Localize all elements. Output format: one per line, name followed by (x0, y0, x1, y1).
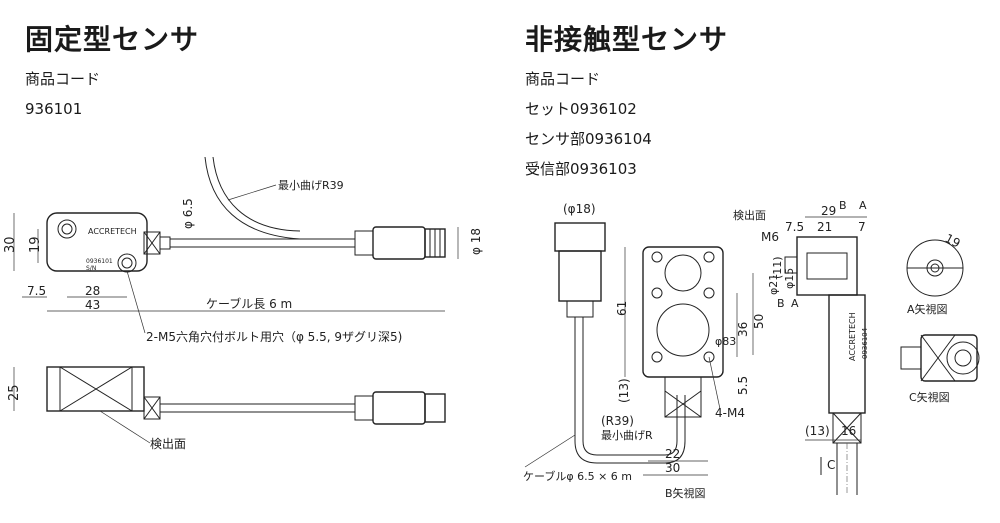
dim-25: 25 (7, 384, 22, 401)
fixed-sensor-info: 商品コード 936101 (25, 64, 100, 124)
fixed-sensor-drawing: ACCRETECH 0936101 S/N 30 19 φ 6.5 φ 18 最… (3, 156, 483, 451)
view-b-label: B矢視図 (665, 486, 706, 500)
cable-length: ケーブル長 6 m (206, 296, 292, 311)
brand-label: ACCRETECH (88, 227, 137, 236)
view-c-label: C矢視図 (909, 390, 950, 404)
noncontact-sensor-drawing: (φ18) 61 36 50 φ83 5.5 (13) 4-M4 (R39) 最… (523, 199, 980, 500)
dim-13-right: (13) (805, 424, 830, 438)
r39-label: (R39) (601, 414, 634, 428)
detect-face-label: 検出面 (150, 437, 186, 451)
dim-22: 22 (665, 447, 680, 461)
min-bend-label: 最小曲げR39 (278, 179, 344, 192)
sensor-code: センサ部0936104 (525, 130, 652, 148)
dim-19: 19 (28, 236, 43, 253)
product-code-label: 商品コード (25, 70, 101, 88)
dim-19: 19 (943, 231, 963, 251)
b-mark-mid: B (777, 297, 785, 310)
dim-29: 29 (821, 204, 836, 218)
dim-7-5: 7.5 (27, 284, 46, 298)
min-bend-r-label: 最小曲げR (601, 429, 653, 442)
bolt-hole-note: 2-M5六角穴付ボルト用穴（φ 5.5, 9ザグリ深5) (146, 329, 402, 344)
view-a-label: A矢視図 (907, 302, 948, 316)
m6-label: M6 (761, 230, 779, 244)
b-mark-top: B (839, 199, 847, 212)
dim-11: (11) (771, 256, 784, 279)
dim-13-left: (13) (617, 378, 631, 403)
serial-label: S/N (86, 265, 96, 272)
dim-30: 30 (3, 236, 18, 253)
dim-61: 61 (615, 301, 629, 316)
dim-43: 43 (85, 298, 100, 312)
dim-phi18: φ 18 (469, 228, 483, 255)
model-label: 0936101 (86, 258, 113, 265)
detect-face-label: 検出面 (733, 208, 766, 222)
dim-16: 16 (841, 424, 856, 438)
a-mark-mid: A (791, 297, 799, 310)
noncontact-sensor-title: 非接触型センサ (525, 23, 729, 56)
dim-28: 28 (85, 284, 100, 298)
dim-21: 21 (817, 220, 832, 234)
set-code: セット0936102 (525, 100, 637, 118)
noncontact-brand: ACCRETECH (848, 312, 857, 361)
m4-label: 4-M4 (715, 406, 745, 420)
dim-phi15: φ15 (783, 268, 796, 289)
noncontact-model: 0936104 (861, 327, 869, 359)
cable-label: ケーブルφ 6.5 × 6 m (523, 469, 632, 483)
dim-phi83: φ83 (715, 335, 736, 348)
dim-7-5: 7.5 (785, 220, 804, 234)
dim-7: 7 (858, 220, 866, 234)
receiver-code: 受信部0936103 (525, 160, 637, 178)
product-code-value: 936101 (25, 100, 83, 118)
dim-phi65: φ 6.5 (181, 198, 195, 229)
a-mark-top: A (859, 199, 867, 212)
dim-phi21: φ21 (767, 274, 780, 295)
dim-phi18: (φ18) (563, 202, 596, 216)
noncontact-sensor-info: 商品コード セット0936102 センサ部0936104 受信部0936103 (525, 64, 652, 184)
product-code-label: 商品コード (525, 70, 601, 88)
c-mark: C (827, 458, 835, 472)
dim-30: 30 (665, 461, 680, 475)
dim-5-5: 5.5 (736, 376, 750, 395)
dim-36: 36 (736, 322, 750, 337)
fixed-sensor-title: 固定型センサ (25, 23, 200, 56)
dim-50: 50 (752, 314, 766, 329)
